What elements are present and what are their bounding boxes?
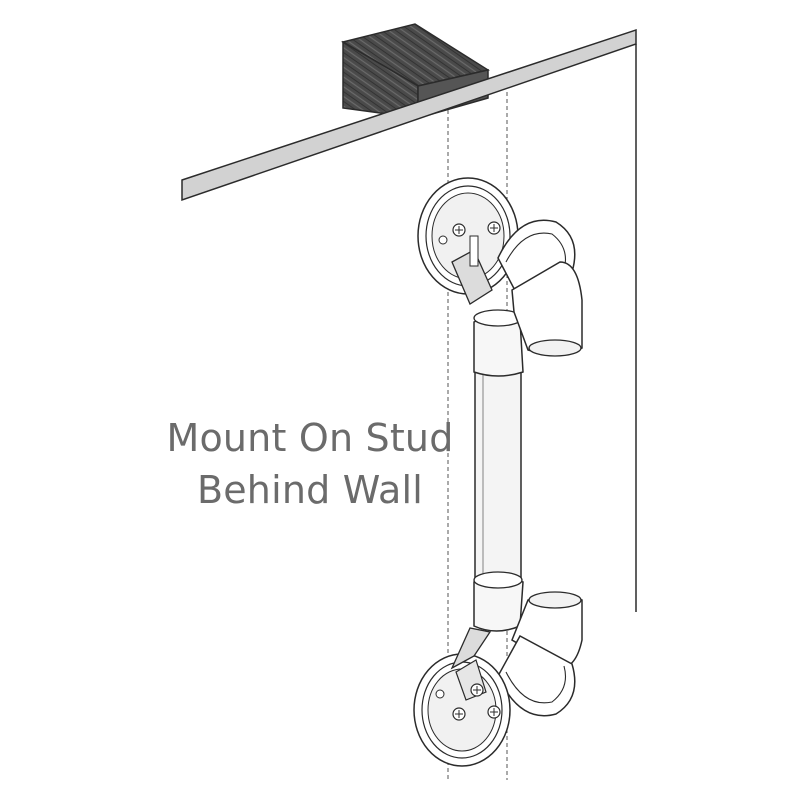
bottom-wall-flange-bracket-icon <box>413 571 583 767</box>
wall-panel-icon <box>181 28 637 612</box>
mounting-caption: Mount On Stud Behind Wall <box>140 412 480 516</box>
caption-line-1: Mount On Stud <box>166 416 454 460</box>
top-wall-flange-bracket-icon <box>417 177 583 377</box>
caption-line-2: Behind Wall <box>196 468 424 512</box>
grab-bar-tube-icon <box>474 367 522 583</box>
